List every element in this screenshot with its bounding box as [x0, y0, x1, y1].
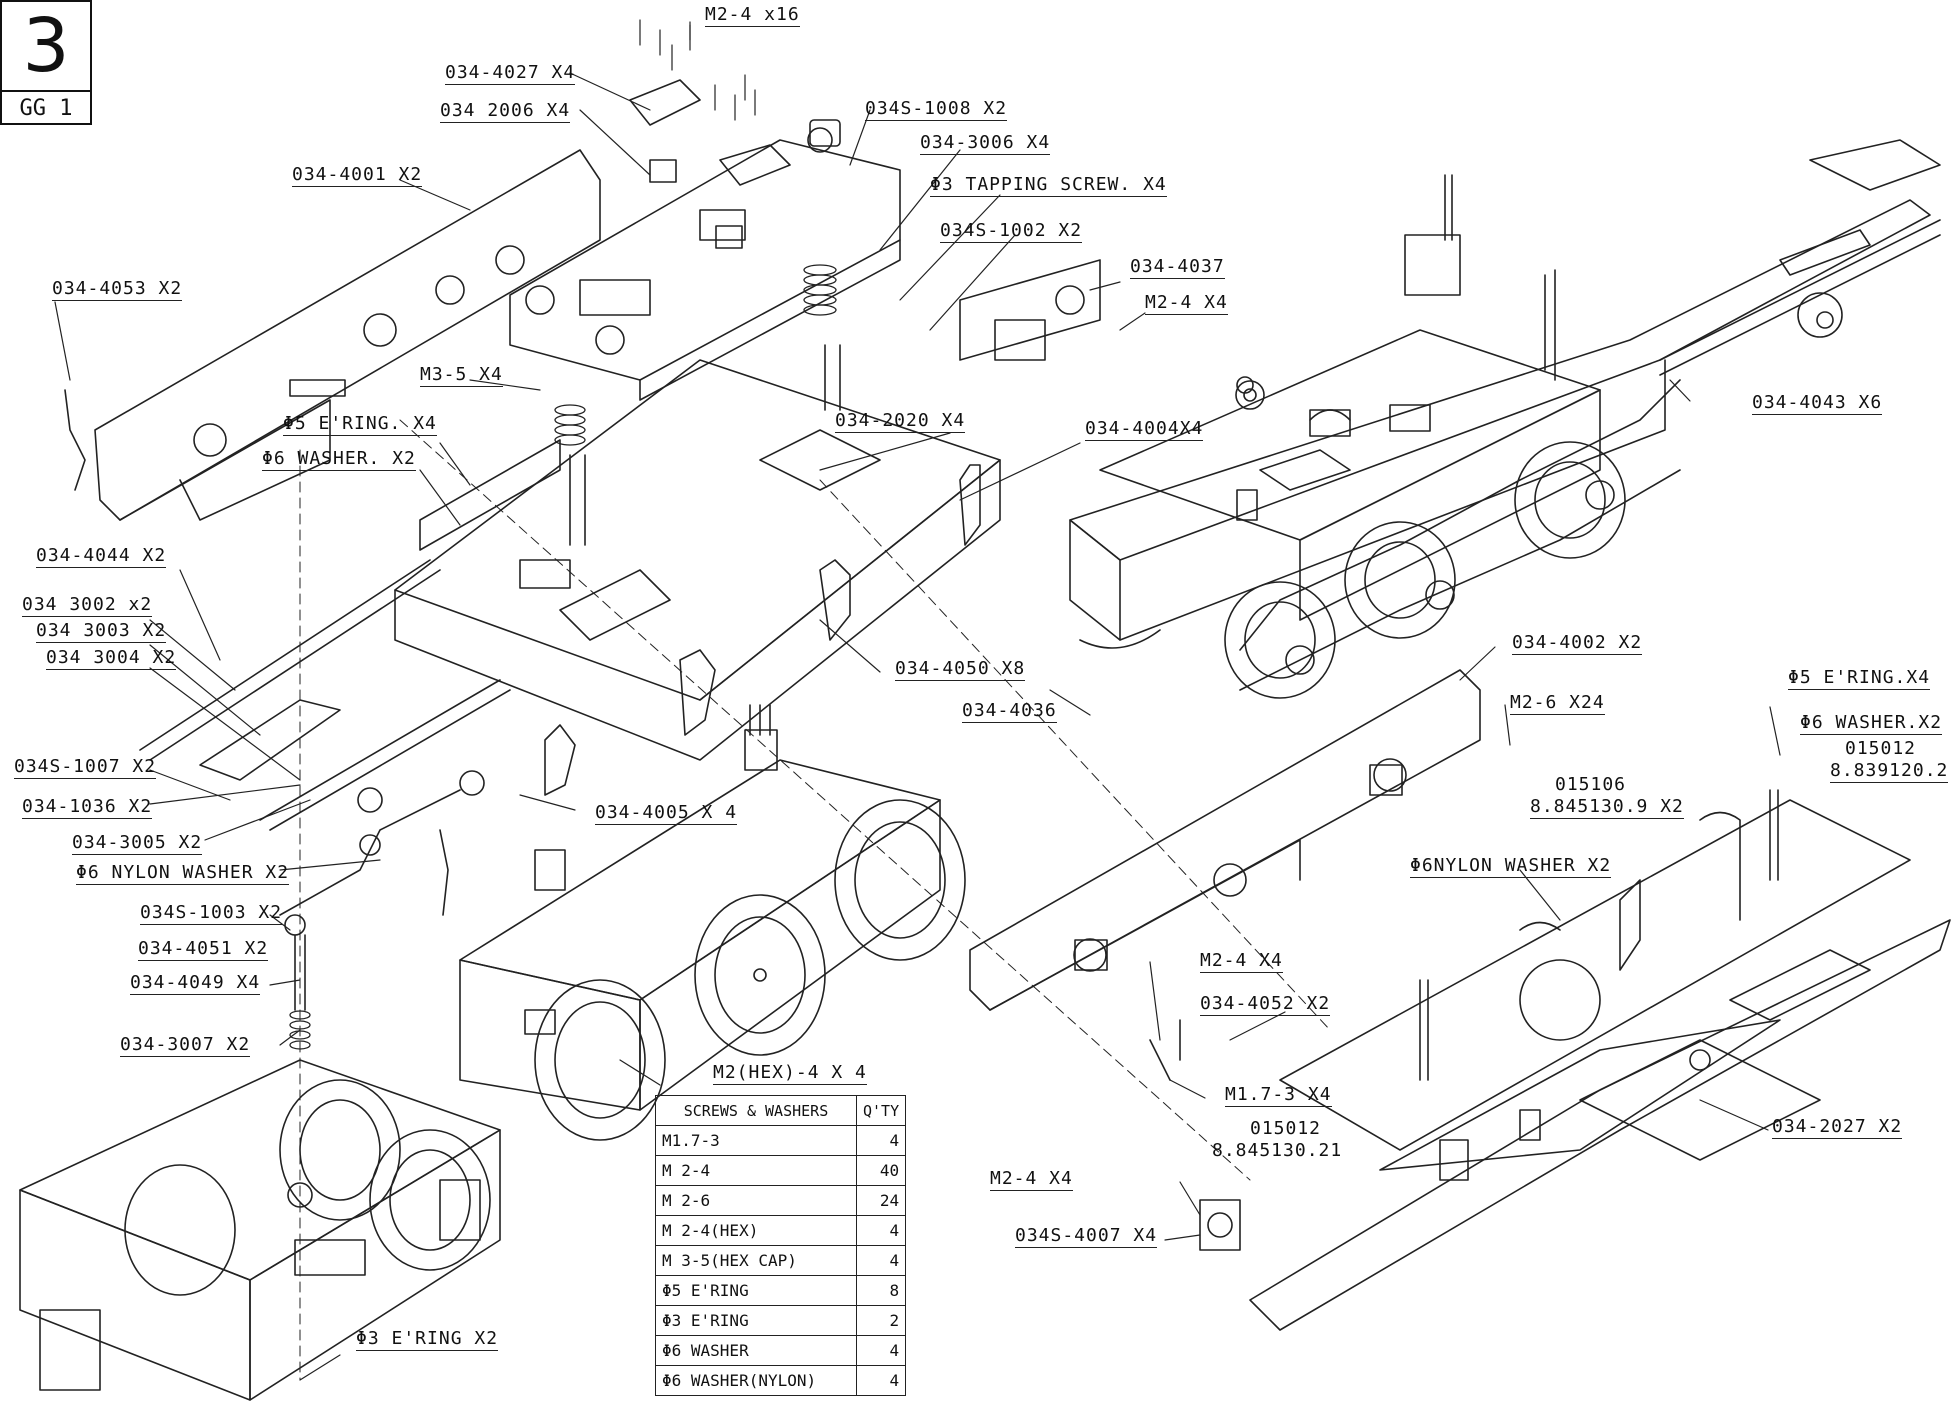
part-label: M2(HEX)-4 X 4 [713, 1062, 867, 1085]
table-cell-name: Φ6 WASHER(NYLON) [655, 1365, 857, 1396]
table-row: Φ5 E'RING 8 [655, 1275, 907, 1306]
part-label: Φ6 WASHER. X2 [262, 448, 416, 471]
part-label: 034-4044 X2 [36, 545, 167, 568]
part-label: 034-4036 [962, 700, 1057, 723]
part-label: 034 3003 X2 [36, 620, 167, 643]
table-cell-qty: 4 [855, 1335, 907, 1366]
part-label: 015012 [1250, 1118, 1322, 1139]
part-label: 034S-1008 X2 [865, 98, 1008, 121]
part-label: 034-3005 X2 [72, 832, 203, 855]
assembled-chassis-top-right [1069, 139, 1941, 699]
leader-lines [54, 21, 1781, 1381]
table-row: Φ6 WASHER 4 [655, 1335, 907, 1366]
part-label: 034 2006 X4 [440, 100, 571, 123]
right-side-frame [969, 669, 1481, 1011]
table-cell-qty: 4 [855, 1365, 907, 1396]
table-row: Φ3 E'RING 2 [655, 1305, 907, 1336]
table-cell-qty: 4 [855, 1125, 907, 1156]
small-parts [1149, 376, 1254, 1251]
table-cell-qty: 4 [855, 1215, 907, 1246]
part-label: M2-6 X24 [1510, 692, 1605, 715]
part-label: 034-4051 X2 [138, 938, 269, 961]
part-label: 8.845130.21 [1212, 1140, 1343, 1161]
table-row: M1.7-3 4 [655, 1125, 907, 1156]
truck-bottom-right [1249, 789, 1951, 1331]
part-label: Φ6NYLON WASHER X2 [1410, 855, 1612, 878]
table-row: M 2-6 24 [655, 1185, 907, 1216]
table-row: Φ6 WASHER(NYLON) 4 [655, 1365, 907, 1396]
left-side-frame [64, 149, 601, 1050]
table-cell-name: M 3-5(HEX CAP) [655, 1245, 857, 1276]
screws-washers-table: SCREWS & WASHERS Q'TY M1.7-3 4 M 2-4 40 … [655, 1095, 907, 1396]
table-cell-name: Φ6 WASHER [655, 1335, 857, 1366]
part-label: M3-5 X4 [420, 364, 503, 387]
sheet-number: 3 [22, 3, 70, 89]
part-label: 034-4050 X8 [895, 658, 1026, 681]
part-label: Φ3 TAPPING SCREW. X4 [930, 174, 1167, 197]
part-label: Φ6 WASHER.X2 [1800, 712, 1943, 735]
part-label: M2-4 X4 [1145, 292, 1228, 315]
table-cell-name: M 2-4(HEX) [655, 1215, 857, 1246]
part-label: 034-3006 X4 [920, 132, 1051, 155]
part-label: 034S-1007 X2 [14, 756, 157, 779]
part-label: 034-2020 X4 [835, 410, 966, 433]
part-label: 015012 [1845, 738, 1917, 759]
table-cell-qty: 8 [855, 1275, 907, 1306]
part-label: 034-4005 X 4 [595, 802, 738, 825]
table-row: M 3-5(HEX CAP) 4 [655, 1245, 907, 1276]
part-label: 8.839120.2 [1830, 760, 1949, 783]
table-cell-qty: 40 [855, 1155, 907, 1186]
main-chassis-center [394, 19, 1101, 1141]
part-label: 034-1036 X2 [22, 796, 153, 819]
part-label: 034 3002 x2 [22, 594, 153, 617]
part-label: 034-4043 X6 [1752, 392, 1883, 415]
part-label: 034S-1002 X2 [940, 220, 1083, 243]
table-cell-qty: 4 [855, 1245, 907, 1276]
part-label: 034-4052 X2 [1200, 993, 1331, 1016]
part-label: 034-4053 X2 [52, 278, 183, 301]
table-row: M 2-4 40 [655, 1155, 907, 1186]
part-label: M1.7-3 X4 [1225, 1084, 1332, 1107]
table-cell-name: M 2-6 [655, 1185, 857, 1216]
table-header-row: SCREWS & WASHERS Q'TY [655, 1095, 907, 1126]
part-label: 034-4037 [1130, 256, 1225, 279]
part-label: 034-4004X4 [1085, 418, 1204, 441]
sheet-indicator: 3 GG 1 [0, 0, 92, 125]
table-row: M 2-4(HEX) 4 [655, 1215, 907, 1246]
part-label: M2-4 X4 [1200, 950, 1283, 973]
table-header: Q'TY [855, 1095, 907, 1126]
part-label: 034-2027 X2 [1772, 1116, 1903, 1139]
part-label: Φ5 E'RING.X4 [1788, 667, 1931, 690]
part-label: Φ6 NYLON WASHER X2 [76, 862, 290, 885]
part-label: 015106 [1555, 774, 1627, 795]
part-label: Φ5 E'RING. X4 [283, 413, 437, 436]
table-cell-name: Φ3 E'RING [655, 1305, 857, 1336]
part-label: 8.845130.9 X2 [1530, 796, 1684, 819]
table-cell-name: M1.7-3 [655, 1125, 857, 1156]
part-label: 034S-4007 X4 [1015, 1225, 1158, 1248]
truck-bottom-left [19, 1059, 501, 1401]
part-label: 034-4049 X4 [130, 972, 261, 995]
part-label: 034-4001 X2 [292, 164, 423, 187]
part-label: 034S-1003 X2 [140, 902, 283, 925]
table-cell-qty: 2 [855, 1305, 907, 1336]
part-label: M2-4 x16 [705, 4, 800, 27]
part-label: 034-4027 X4 [445, 62, 576, 85]
part-label: 034 3004 X2 [46, 647, 177, 670]
table-cell-name: M 2-4 [655, 1155, 857, 1186]
table-cell-name: Φ5 E'RING [655, 1275, 857, 1306]
table-header: SCREWS & WASHERS [655, 1095, 857, 1126]
sheet-model: GG 1 [2, 90, 90, 125]
part-label: M2-4 X4 [990, 1168, 1073, 1191]
part-label: Φ3 E'RING X2 [356, 1328, 499, 1351]
part-label: 034-3007 X2 [120, 1034, 251, 1057]
alignment-lines [299, 419, 1331, 1381]
table-cell-qty: 24 [855, 1185, 907, 1216]
part-label: 034-4002 X2 [1512, 632, 1643, 655]
